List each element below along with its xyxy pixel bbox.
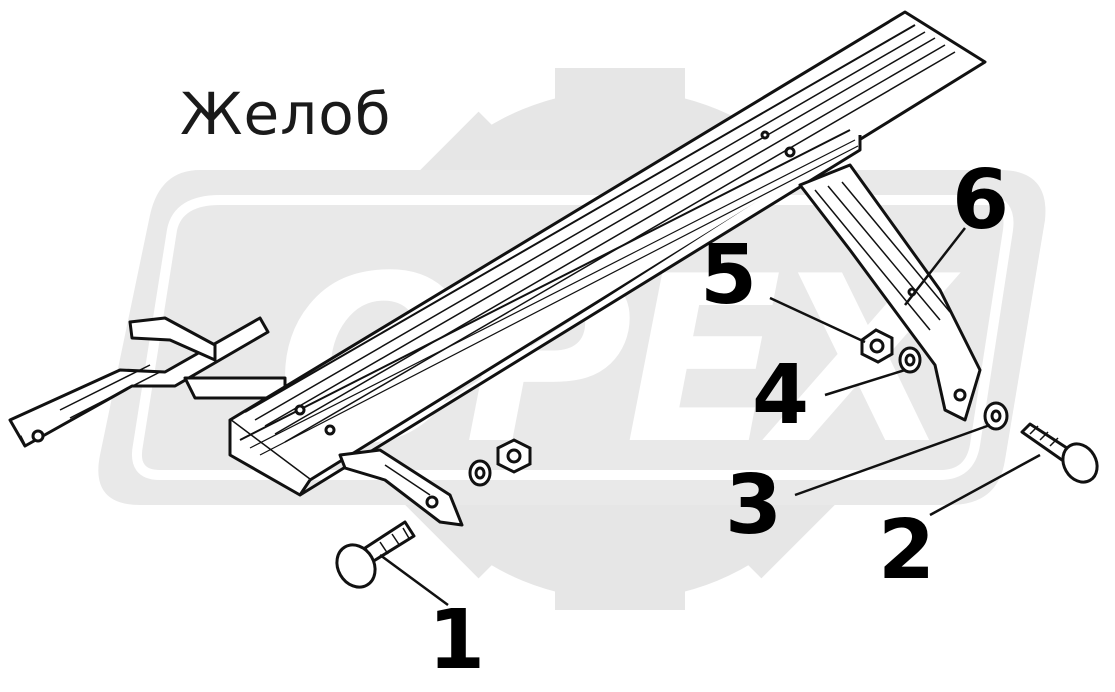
callout-3: 3 xyxy=(725,458,783,553)
leader-1 xyxy=(379,553,449,607)
diagram-title: Желоб xyxy=(180,80,392,148)
lower-mount-plate xyxy=(338,448,464,527)
callout-4: 4 xyxy=(752,348,810,443)
callout-2: 2 xyxy=(878,503,936,598)
leader-2 xyxy=(929,453,1041,517)
washer-item-3 xyxy=(983,401,1009,431)
bolt-item-1 xyxy=(335,520,416,589)
leader-3 xyxy=(794,423,991,497)
leader-4 xyxy=(824,368,906,397)
leader-5 xyxy=(769,296,866,344)
leader-6 xyxy=(904,227,966,306)
callout-6: 6 xyxy=(952,153,1010,248)
right-hanger-bracket xyxy=(798,163,982,422)
right-nut-washer xyxy=(860,328,922,374)
chute-body xyxy=(228,10,987,497)
callout-1: 1 xyxy=(428,593,486,688)
callout-5: 5 xyxy=(700,228,758,323)
bolt-item-2 xyxy=(1020,422,1099,484)
leader-lines xyxy=(379,227,1041,607)
left-nut-washer xyxy=(468,438,532,487)
left-mount-bracket xyxy=(8,316,287,448)
